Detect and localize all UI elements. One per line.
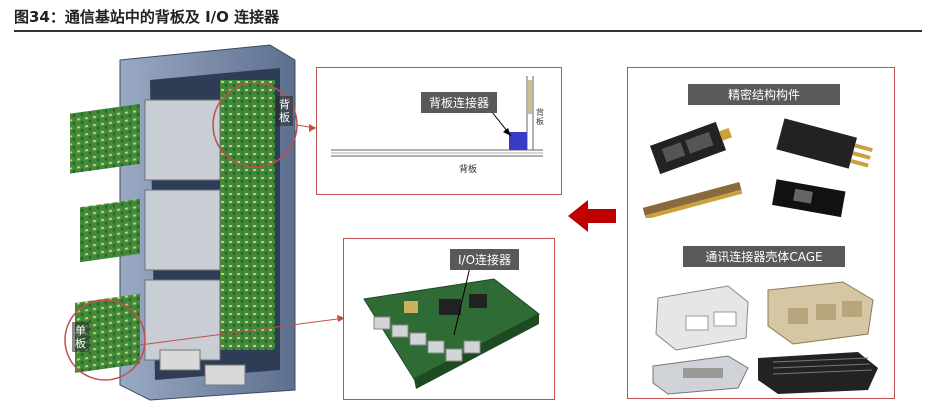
backplane-text: 背板 (459, 165, 478, 175)
precision-parts-label: 精密结构构件 (688, 84, 840, 105)
telecom-rack-illustration (64, 44, 298, 401)
io-connector-label: I/O连接器 (450, 249, 520, 270)
figure-title: 图34：通信基站中的背板及 I/O 连接器 (14, 8, 280, 26)
cage-image (652, 281, 878, 395)
backplane-connector-panel: 背板连接器 背板 背板 (316, 67, 562, 195)
rack-backplane-label: 背板 (276, 96, 293, 126)
io-connector-panel: I/O连接器 (343, 238, 555, 400)
io-board-image (363, 266, 540, 389)
components-panel: 精密结构构件 通讯连接器壳体CAGE (627, 67, 895, 399)
cage-label: 通讯连接器壳体CAGE (683, 246, 845, 267)
side-text: 背板 (536, 108, 544, 126)
backplane-diagram (331, 76, 543, 157)
precision-parts-image (642, 118, 873, 218)
left-arrow-icon (568, 200, 616, 232)
backplane-connector-label: 背板连接器 (421, 92, 498, 113)
rack-single-board-label: 单板 (72, 322, 89, 352)
title-divider (14, 30, 922, 32)
